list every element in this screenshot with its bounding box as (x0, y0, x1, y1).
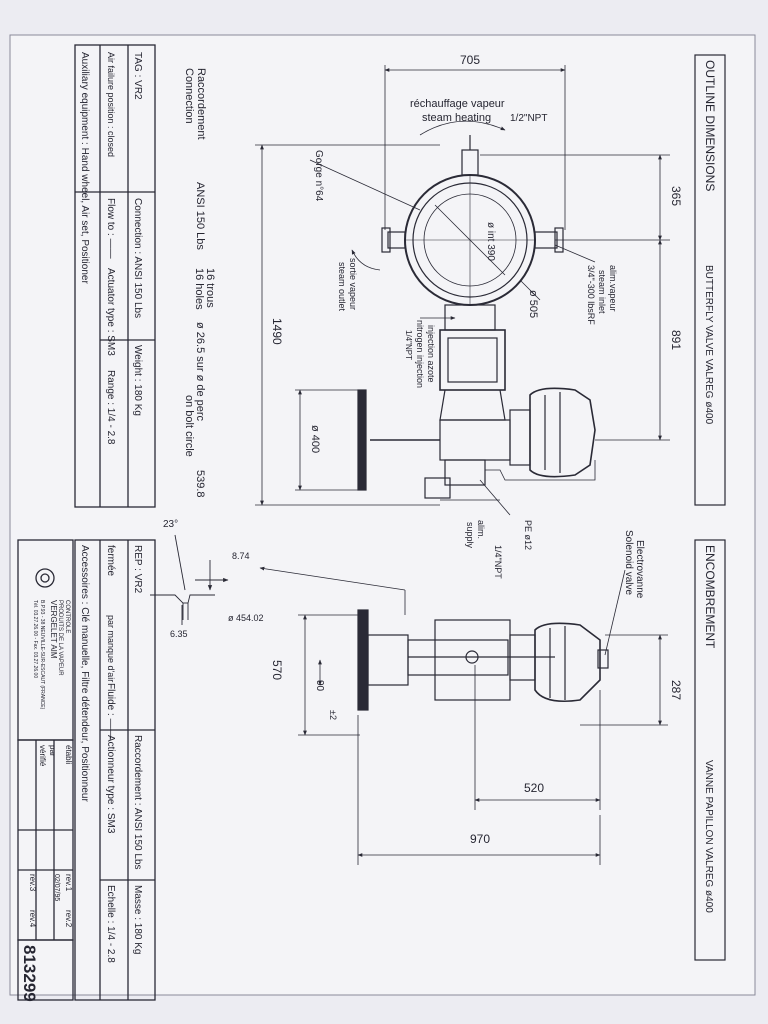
product-title-fr: VANNE PAPILLON VALREG ø400 (703, 760, 714, 913)
steam-heating-size: 1/2"NPT (510, 113, 547, 124)
steam-inlet-en: steam inlet (597, 270, 607, 314)
dimension-90: 90 (314, 680, 325, 692)
valve-top-view (357, 135, 596, 501)
flow-to-field: Flow to : —— (105, 198, 116, 259)
connection-standard: ANSI 150 Lbs (194, 182, 206, 250)
solenoid-fr: Electrovanne (634, 540, 645, 599)
dimension-tolerance: ±2 (328, 710, 338, 720)
verifie-label: vérifié (38, 745, 47, 767)
title-block-french (74, 539, 156, 1001)
steam-inlet-size: 3/4"-300 lbsRF (586, 265, 596, 325)
actuator-field: Actuator type : SM3 (105, 268, 116, 356)
range-field: Range : 1/4 - 2.8 (105, 370, 116, 445)
dimension-705: 705 (460, 53, 480, 67)
bolt-circle: on bolt circle (183, 395, 195, 457)
pe-label: PE ø12 (523, 520, 533, 550)
title-block-english (74, 44, 156, 508)
dimension-970: 970 (470, 832, 490, 846)
dimension-287: 287 (669, 680, 683, 700)
connection-field: Connection : ANSI 150 Lbs (132, 198, 143, 318)
solenoid-en: Solenoid valve (623, 530, 634, 595)
revision-1: rev.1 (64, 874, 73, 892)
injection-en: nitrogen injection (415, 320, 425, 388)
dimension-570: 570 (270, 660, 284, 680)
company-name: VERGELET AIM (49, 600, 58, 659)
valve-side-view (357, 609, 609, 711)
company-line2: PRODUITS DE LA VAPEUR (57, 600, 63, 676)
revision-3: rev.3 (28, 874, 37, 892)
steam-heating-en: steam heating (422, 112, 491, 124)
air-supply-size: 1/4"NPT (493, 545, 503, 579)
encombrement-title: ENCOMBREMENT (703, 545, 717, 649)
tag-field: TAG : VR2 (132, 52, 143, 100)
header-panel (694, 54, 726, 961)
raccordement-field: Raccordement : ANSI 150 Lbs (132, 735, 143, 870)
dimension-891: 891 (669, 330, 683, 350)
accessoires-field: Accessoires : Clé manuelle, Filtre déten… (79, 545, 90, 802)
steam-outlet-fr: sortie vapeur (348, 258, 358, 310)
holes-fr: 16 trous (204, 268, 216, 308)
company-address: B.P.93 - 38 NEUVILLE-SUR-ESCAUT (FRANCE) (39, 600, 45, 710)
handwheel-diameter: ø 400 (309, 425, 321, 453)
diameter-505: ø 505 (527, 290, 539, 318)
flange-detail (150, 534, 229, 625)
connection-en: Connection (183, 68, 195, 124)
product-title-en: BUTTERFLY VALVE VALREG ø400 (703, 265, 714, 425)
manque-air-field: par manque d'air (106, 615, 116, 682)
inner-diameter: ø int 390 (485, 222, 496, 261)
dimension-1490: 1490 (270, 318, 284, 345)
flange-dim-874: 8.74 (232, 551, 250, 561)
fermee-field: fermée (105, 545, 116, 577)
dimension-365: 365 (669, 186, 683, 206)
gorge-label: Gorge n°64 (313, 150, 324, 202)
fluide-field: Fluide : —— (105, 683, 116, 739)
rep-field: REP : VR2 (132, 545, 143, 594)
par-label: par (48, 745, 57, 757)
outline-title: OUTLINE DIMENSIONS (703, 60, 717, 191)
holes-en: 16 holes (193, 268, 205, 310)
steam-heating-fr: réchauffage vapeur (410, 98, 505, 110)
dimension-520: 520 (524, 781, 544, 795)
top-view-dimensions (255, 65, 670, 516)
injection-size: 1/4"NPT (404, 330, 413, 360)
revision-2: rev.2 (64, 910, 73, 928)
steam-inlet-fr: alim.vapeur (608, 265, 618, 312)
air-failure-field: Air failure position : closed (106, 52, 116, 157)
masse-field: Masse : 180 Kg (132, 885, 143, 954)
air-supply-fr: alim. (476, 520, 486, 539)
air-supply-en: supply (465, 522, 475, 549)
echelle-field: Echelle : 1/4 - 2.8 (105, 885, 116, 963)
company-block (17, 539, 74, 1001)
side-view-dimensions (260, 568, 668, 865)
revision-4: rev.4 (28, 910, 37, 928)
etabli-label: établi (64, 745, 73, 764)
steam-outlet-en: steam outlet (337, 262, 347, 312)
flange-dia-45402: ø 454.02 (228, 613, 264, 623)
flange-dim-635: 6.35 (170, 629, 188, 639)
flange-angle: 23° (163, 519, 178, 530)
weight-field: Weight : 180 Kg (132, 345, 143, 416)
company-line1: CONTROLE (64, 600, 70, 633)
holes-spec: ø 26.5 sur ø de perc (194, 322, 206, 422)
actionneur-field: Actionneur type : SM3 (105, 735, 116, 834)
auxiliary-field: Auxiliary equipment : Hand wheel, Air se… (79, 52, 90, 284)
drawing-number: 813299 (20, 945, 39, 1002)
connection-fr: Raccordement (195, 68, 207, 140)
revision-1-date: 02/07/95 (53, 874, 60, 901)
injection-fr: injection azote (426, 325, 436, 383)
company-phone: Tél. 03.27.26.00 - Fax. 03.27.26.00 (32, 600, 38, 678)
bolt-circle-value: 539.8 (194, 470, 206, 498)
